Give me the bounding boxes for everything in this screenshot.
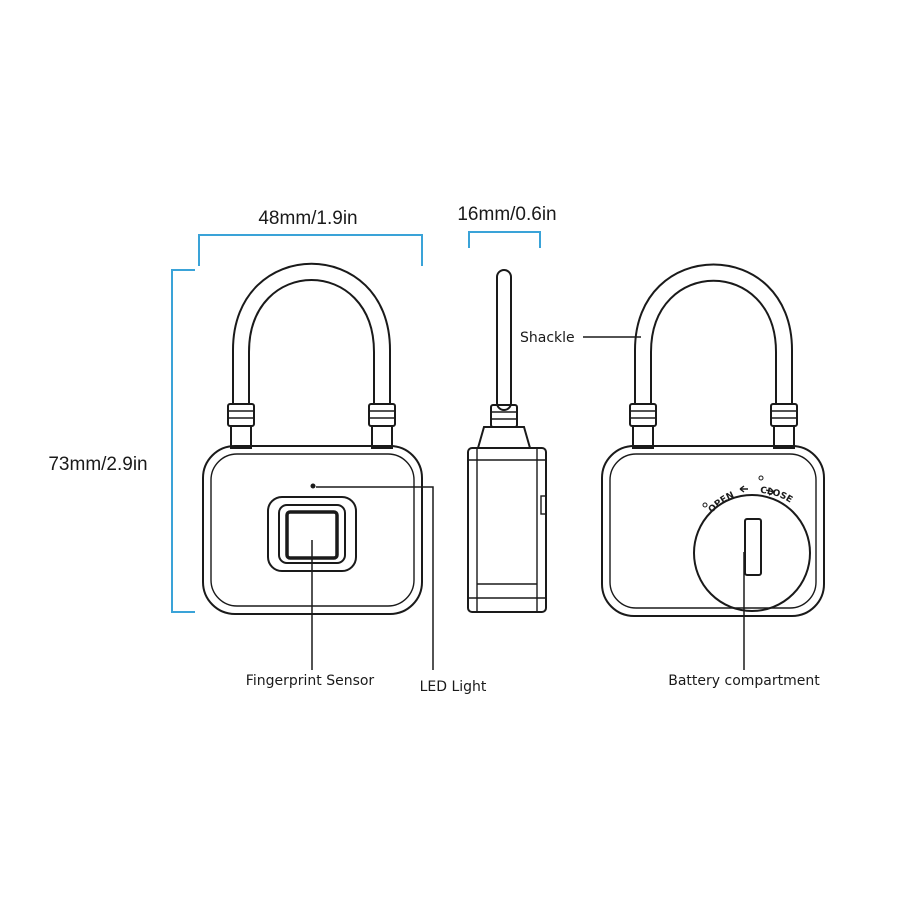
battery-cover: OPEN CLOSE bbox=[693, 475, 811, 612]
led-light-leader bbox=[316, 486, 434, 670]
height-dimension-label: 73mm/2.9in bbox=[48, 454, 147, 475]
depth-dimension-label: 16mm/0.6in bbox=[457, 204, 556, 225]
height-dimension-bracket bbox=[171, 269, 195, 613]
shackle-label: Shackle bbox=[520, 330, 575, 346]
callout-leaders bbox=[311, 336, 745, 670]
height-dimension: 73mm/2.9in bbox=[48, 269, 195, 613]
width-dimension-label: 48mm/1.9in bbox=[258, 208, 357, 229]
width-dimension: 48mm/1.9in bbox=[198, 208, 423, 266]
side-body bbox=[467, 447, 547, 613]
back-view-padlock: OPEN CLOSE bbox=[601, 263, 825, 617]
front-shackle bbox=[227, 262, 396, 449]
battery-open-label: OPEN bbox=[707, 490, 736, 515]
width-dimension-bracket bbox=[198, 234, 423, 266]
depth-dimension: 16mm/0.6in bbox=[457, 204, 557, 248]
depth-dimension-bracket bbox=[468, 231, 541, 248]
back-body bbox=[601, 445, 825, 617]
led-light-label: LED Light bbox=[420, 679, 487, 695]
back-shackle bbox=[629, 263, 798, 449]
battery-compartment-label: Battery compartment bbox=[668, 673, 820, 689]
fingerprint-sensor-label: Fingerprint Sensor bbox=[246, 673, 375, 689]
led-light bbox=[310, 483, 316, 489]
side-view-padlock bbox=[467, 269, 547, 613]
battery-close-label: CLOSE bbox=[760, 486, 794, 506]
